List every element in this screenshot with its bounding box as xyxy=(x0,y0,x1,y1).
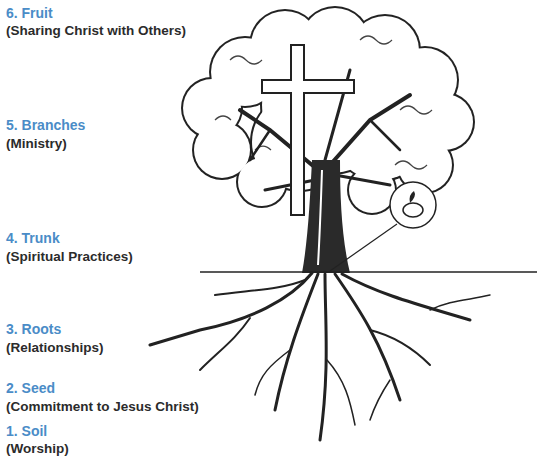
trunk-highlight xyxy=(318,170,322,265)
ground-line xyxy=(200,271,537,273)
tree-roots xyxy=(150,273,490,440)
tree-trunk xyxy=(302,160,350,273)
part-description: (Worship) xyxy=(4,440,71,457)
part-heading: 3. Roots xyxy=(4,321,63,338)
part-description: (Sharing Christ with Others) xyxy=(4,22,188,39)
part-description: (Ministry) xyxy=(4,135,69,152)
part-heading: 4. Trunk xyxy=(4,230,62,247)
part-description: (Commitment to Jesus Christ) xyxy=(4,398,201,415)
part-heading: 2. Seed xyxy=(4,380,57,397)
leaf-scribbles xyxy=(215,36,432,169)
cross xyxy=(262,45,354,215)
part-heading: 5. Branches xyxy=(4,117,87,134)
seed-callout xyxy=(330,182,436,271)
part-heading: 6. Fruit xyxy=(4,5,55,22)
part-description: (Spiritual Practices) xyxy=(4,248,135,265)
part-description: (Relationships) xyxy=(4,339,106,356)
part-heading: 1. Soil xyxy=(4,423,49,440)
